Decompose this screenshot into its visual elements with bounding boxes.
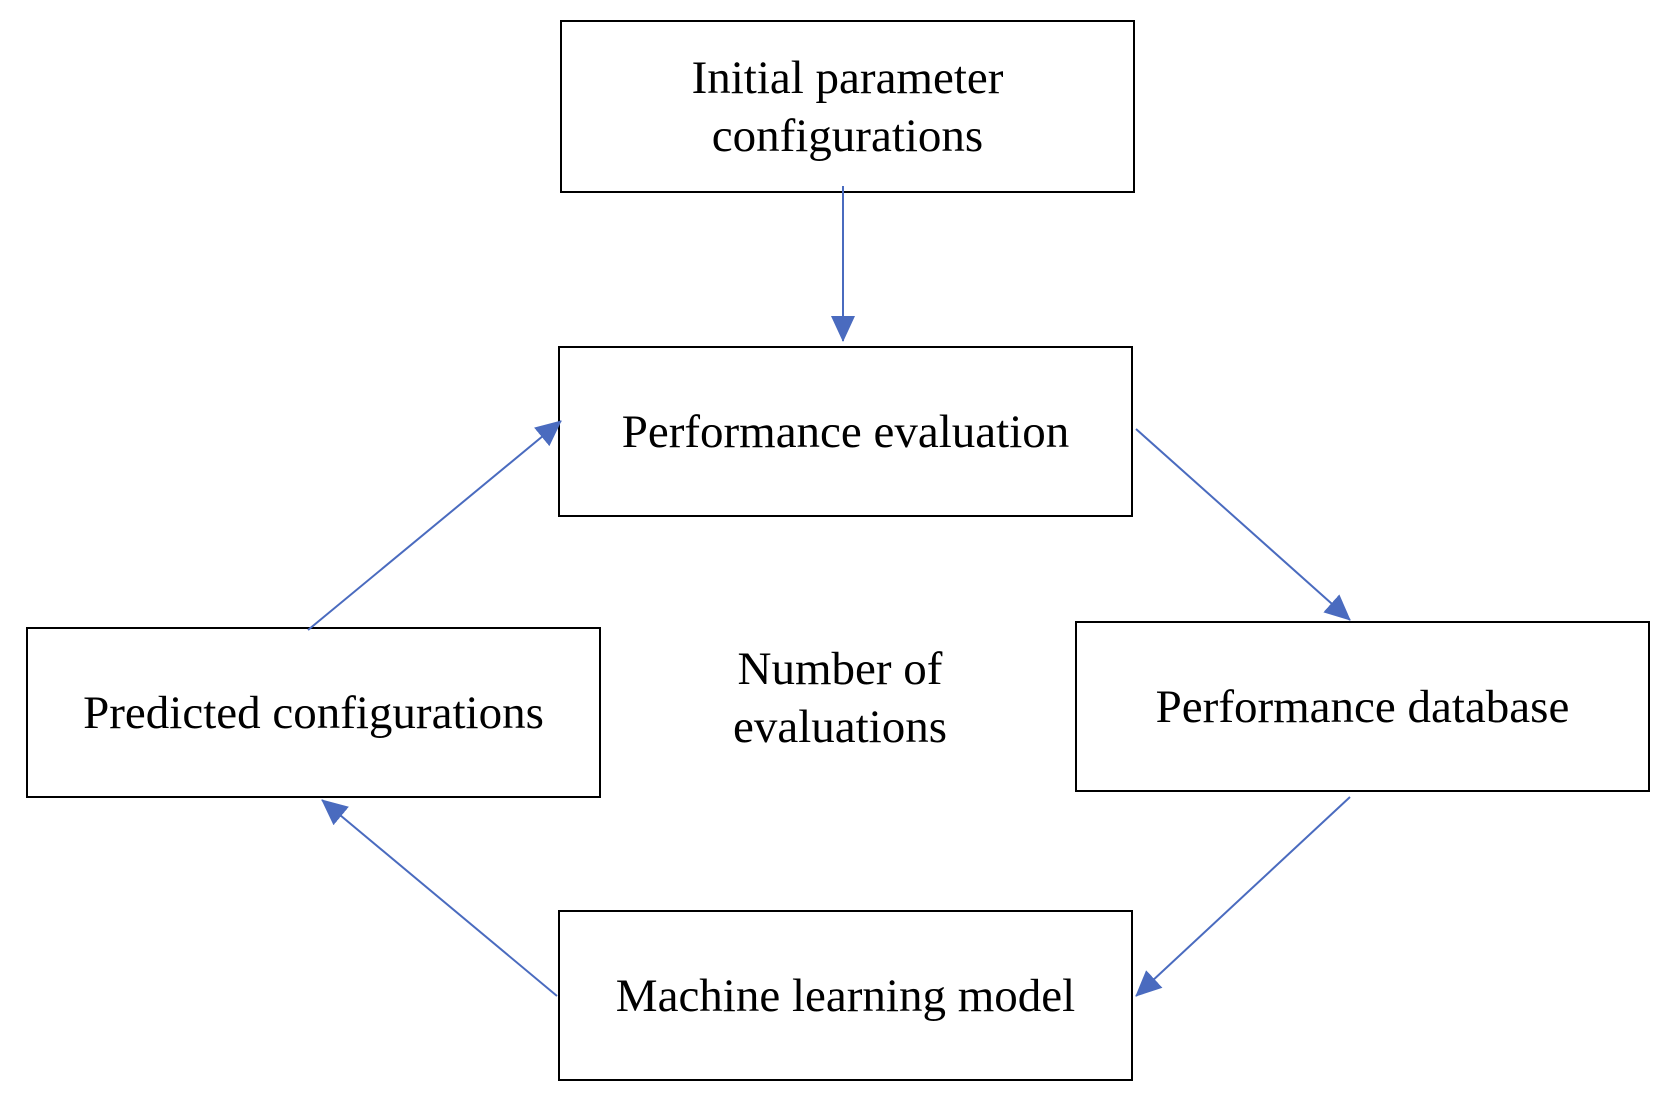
arrow-predicted-to-evaluation (307, 420, 562, 631)
predicted-configurations-box: Predicted configurations (26, 627, 601, 798)
predicted-configurations-label: Predicted configurations (83, 686, 544, 739)
initial-parameter-configurations-box: Initial parameter configurations (560, 20, 1135, 193)
arrow-database-to-model (1135, 796, 1351, 997)
machine-learning-model-box: Machine learning model (558, 910, 1133, 1081)
arrow-model-to-predicted (321, 799, 558, 997)
initial-parameter-configurations-label: Initial parameter configurations (691, 51, 1004, 162)
number-of-evaluations-label: Number of evaluations (732, 643, 948, 753)
performance-database-box: Performance database (1075, 621, 1650, 792)
arrow-evaluation-to-database (1135, 428, 1351, 621)
performance-evaluation-box: Performance evaluation (558, 346, 1133, 517)
performance-evaluation-label: Performance evaluation (621, 405, 1070, 458)
performance-database-label: Performance database (1155, 680, 1570, 733)
machine-learning-model-label: Machine learning model (615, 969, 1076, 1022)
